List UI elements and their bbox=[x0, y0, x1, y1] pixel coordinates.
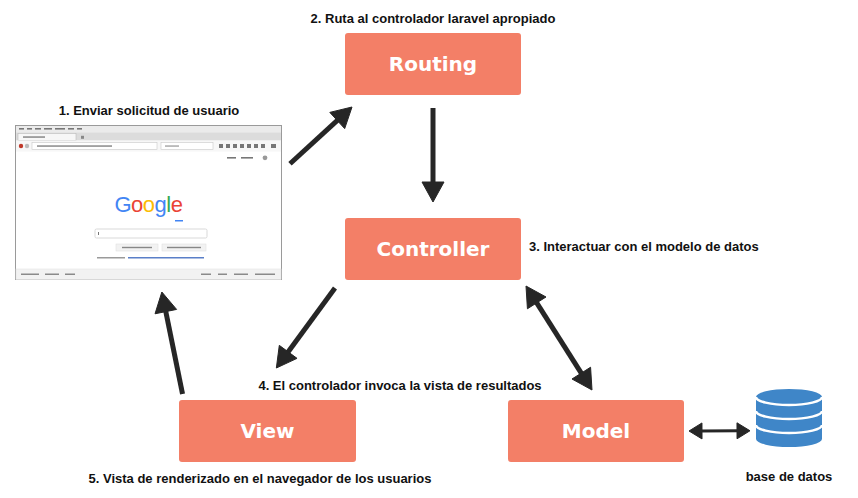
step-holder: 2. Ruta al controlador laravel apropiado bbox=[309, 9, 558, 27]
arrow-shaft bbox=[700, 429, 739, 432]
arrow-head bbox=[330, 107, 352, 129]
flow-arrow bbox=[155, 292, 182, 394]
arrow-shaft bbox=[165, 310, 182, 394]
database-cylinder: base de datos bbox=[756, 389, 822, 447]
arrow-head bbox=[276, 345, 297, 368]
step-label: 2. Ruta al controlador laravel apropiado bbox=[309, 11, 558, 26]
flow-arrow bbox=[290, 107, 352, 164]
arrow-head bbox=[422, 182, 444, 202]
box-label: Routing bbox=[389, 52, 477, 76]
cylinder-band bbox=[756, 425, 822, 433]
browser-window: Google bbox=[15, 125, 282, 280]
logo-text: Google bbox=[114, 192, 182, 217]
logo-letter: o bbox=[143, 192, 155, 217]
step-holder: 4. El controlador invoca la vista de res… bbox=[256, 376, 543, 394]
flow-arrow bbox=[526, 286, 592, 390]
flow-arrow bbox=[422, 108, 444, 202]
step-label: 5. Vista de renderizado en el navegador … bbox=[87, 471, 434, 486]
logo-letter: l bbox=[166, 192, 170, 217]
process-box: Controller bbox=[345, 218, 521, 280]
step-label: 3. Interactuar con el modelo de datos bbox=[527, 239, 761, 254]
logo-letter: o bbox=[131, 192, 143, 217]
arrow-head bbox=[572, 367, 592, 390]
flow-arrow bbox=[689, 423, 750, 439]
flow-arrow bbox=[276, 288, 335, 368]
arrow-head bbox=[689, 423, 702, 439]
process-box: Routing bbox=[345, 33, 521, 95]
logo-holder: Google bbox=[15, 193, 282, 217]
cylinder-band bbox=[756, 397, 822, 405]
logo-letter: g bbox=[155, 192, 167, 217]
database-outline bbox=[756, 389, 822, 447]
process-box: View bbox=[179, 400, 356, 462]
step-label: 4. El controlador invoca la vista de res… bbox=[256, 378, 543, 393]
arrow-head bbox=[737, 423, 750, 439]
arrow-shaft bbox=[431, 108, 436, 184]
logo-letter: G bbox=[114, 192, 131, 217]
caption-holder: base de datos bbox=[744, 467, 835, 485]
cylinder-body bbox=[756, 389, 822, 447]
database-label: base de datos bbox=[744, 469, 835, 484]
step-holder: 3. Interactuar con el modelo de datos bbox=[527, 237, 761, 255]
process-box: Model bbox=[508, 400, 684, 462]
arrow-shaft bbox=[536, 301, 583, 375]
step-label: 1. Enviar solicitud de usuario bbox=[57, 103, 242, 118]
cylinder-band bbox=[756, 411, 822, 419]
box-label: Model bbox=[562, 419, 630, 443]
arrow-shaft bbox=[287, 288, 335, 353]
arrow-head bbox=[526, 286, 546, 309]
box-label: View bbox=[240, 419, 294, 443]
arrow-shaft bbox=[290, 119, 339, 164]
arrow-head bbox=[155, 292, 177, 314]
logo-letter: e bbox=[171, 192, 183, 217]
step-holder: 5. Vista de renderizado en el navegador … bbox=[87, 469, 434, 487]
box-label: Controller bbox=[377, 237, 490, 261]
step-holder: 1. Enviar solicitud de usuario bbox=[57, 101, 242, 119]
